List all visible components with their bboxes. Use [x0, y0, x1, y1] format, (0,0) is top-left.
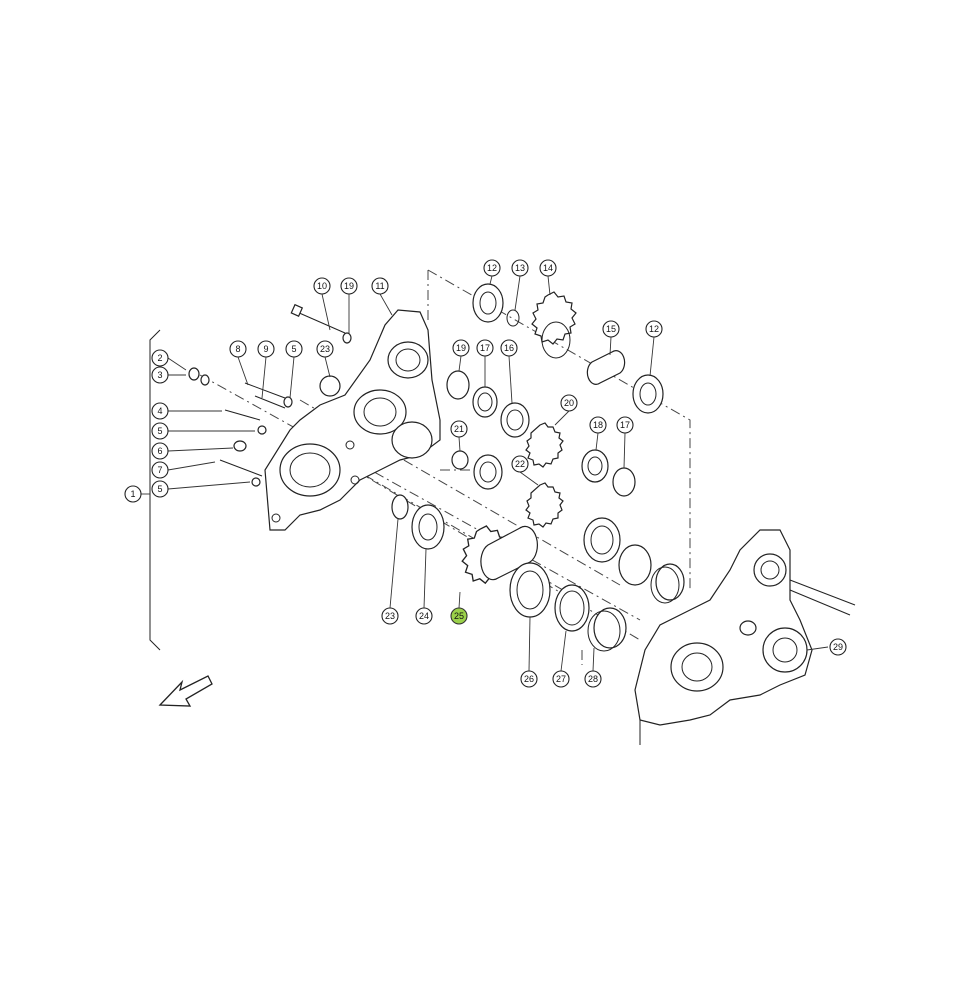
callout-label: 8 [235, 344, 240, 354]
callout-label: 21 [454, 424, 464, 434]
left-housing-cover [264, 309, 441, 531]
callout-label: 20 [564, 398, 574, 408]
callout-label: 22 [515, 459, 525, 469]
callout-c19a: 19 [340, 277, 358, 295]
callout-c12b: 12 [645, 320, 663, 338]
callout-c11: 11 [371, 277, 389, 295]
callout-c6: 6 [151, 442, 169, 460]
callout-label: 11 [375, 281, 384, 291]
callout-label: 7 [157, 465, 162, 475]
callout-label: 12 [487, 263, 497, 273]
callout-c28: 28 [584, 670, 602, 688]
callout-label: 4 [157, 406, 162, 416]
callout-label: 5 [291, 344, 296, 354]
callout-label: 16 [504, 343, 514, 353]
right-housing [634, 529, 856, 745]
callout-c5b: 5 [151, 480, 169, 498]
callout-c27: 27 [552, 670, 570, 688]
callout-c19b: 19 [452, 339, 470, 357]
callout-c17b: 17 [616, 416, 634, 434]
callout-c20: 20 [560, 394, 578, 412]
callout-label: 26 [524, 674, 534, 684]
callout-label: 15 [606, 324, 616, 334]
callout-c2: 2 [151, 349, 169, 367]
callout-label: 1 [130, 489, 135, 499]
middle-shaft-parts [446, 370, 636, 497]
callout-c3: 3 [151, 366, 169, 384]
callout-label: 10 [317, 281, 327, 291]
callout-label: 18 [593, 420, 603, 430]
callout-c16a: 16 [500, 339, 518, 357]
callout-label: 6 [157, 446, 162, 456]
leader-lines [167, 275, 829, 672]
callout-c15: 15 [602, 320, 620, 338]
callout-c25: 25 [450, 607, 468, 625]
callout-c9: 9 [257, 340, 275, 358]
callout-c14: 14 [539, 259, 557, 277]
callout-c7: 7 [151, 461, 169, 479]
callout-c1: 1 [124, 485, 142, 503]
callout-c21: 21 [450, 420, 468, 438]
callout-label: 5 [157, 484, 162, 494]
callout-label: 5 [157, 426, 162, 436]
callout-c22: 22 [511, 455, 529, 473]
upper-shaft-parts [472, 283, 664, 414]
callout-c23b: 23 [381, 607, 399, 625]
callout-c5c: 5 [285, 340, 303, 358]
callout-c10a: 10 [313, 277, 331, 295]
callout-label: 2 [157, 353, 162, 363]
callout-label: 17 [620, 420, 630, 430]
callout-label: 3 [157, 370, 162, 380]
callout-c13: 13 [511, 259, 529, 277]
callout-label: 28 [588, 674, 598, 684]
callout-label: 9 [263, 344, 268, 354]
direction-arrow [158, 675, 213, 707]
callout-label: 27 [556, 674, 566, 684]
callout-label: 12 [649, 324, 659, 334]
callout-c18: 18 [589, 416, 607, 434]
callout-label: 29 [833, 642, 843, 652]
callout-label: 19 [456, 343, 466, 353]
callout-label: 24 [419, 611, 429, 621]
callout-label: 19 [344, 281, 354, 291]
callout-c24: 24 [415, 607, 433, 625]
callout-label: 17 [480, 343, 490, 353]
callout-label: 25 [454, 611, 464, 621]
callout-label: 14 [543, 263, 553, 273]
callout-c4: 4 [151, 402, 169, 420]
callout-c23a: 23 [316, 340, 334, 358]
callout-label: 13 [515, 263, 525, 273]
group-bracket [140, 329, 161, 651]
callout-c29: 29 [829, 638, 847, 656]
lower-shaft-parts [391, 450, 685, 652]
left-fasteners [188, 303, 352, 487]
callout-label: 23 [320, 344, 330, 354]
callout-c5a: 5 [151, 422, 169, 440]
callout-c8: 8 [229, 340, 247, 358]
callout-label: 23 [385, 611, 395, 621]
callout-c17a: 17 [476, 339, 494, 357]
callout-c26: 26 [520, 670, 538, 688]
callout-c12a: 12 [483, 259, 501, 277]
